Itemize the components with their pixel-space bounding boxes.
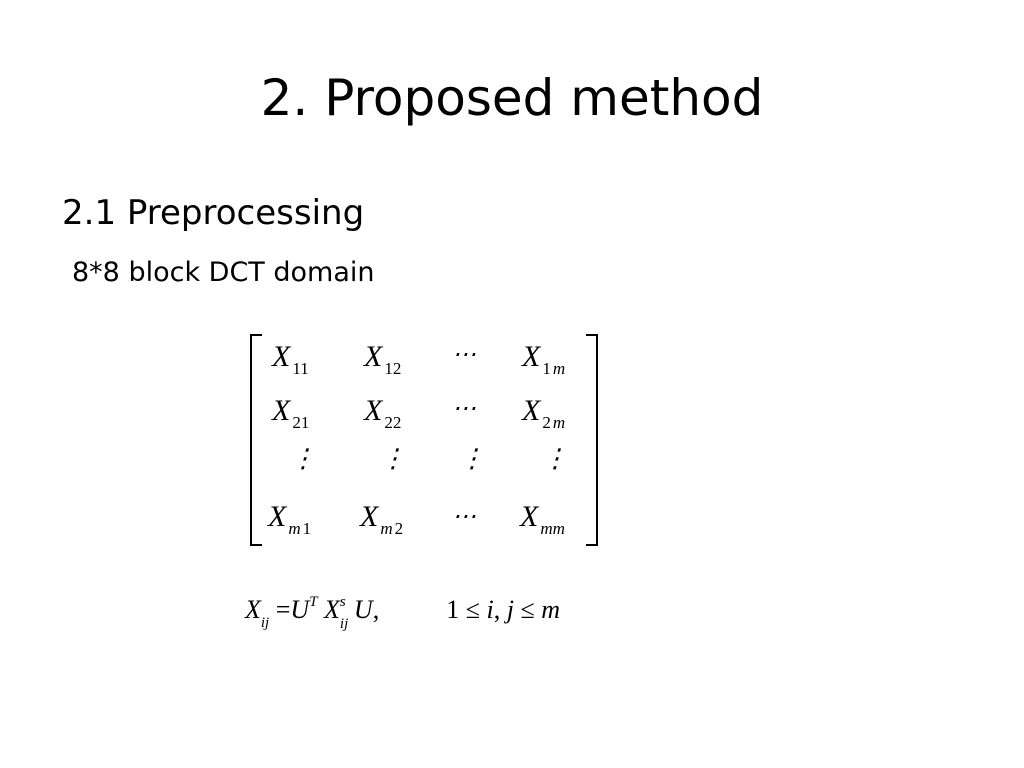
eq-m: m	[541, 595, 561, 624]
slide-title: 2. Proposed method	[260, 69, 764, 127]
eq-x-scripts: s ij	[340, 594, 354, 632]
subheading: 8*8 block DCT domain	[72, 257, 375, 288]
eq-leq2: ≤	[520, 595, 535, 624]
matrix-hdots: ⋯	[452, 502, 476, 530]
eq-u: U	[290, 595, 310, 624]
matrix-hdots: ⋯	[452, 394, 476, 422]
eq-sep: ,	[493, 595, 501, 624]
matrix-hdots: ⋯	[452, 340, 476, 368]
section-heading: 2.1 Preprocessing	[62, 193, 365, 233]
matrix-vdots: ⋮	[459, 444, 485, 474]
eq-leq: ≤	[465, 595, 480, 624]
eq-one: 1	[446, 595, 460, 624]
eq-u2: U	[353, 595, 373, 624]
matrix-vdots: ⋮	[290, 444, 316, 474]
eq-i: i	[486, 595, 494, 624]
eq-comma: ,	[372, 595, 380, 624]
eq-x-sup: s	[339, 594, 346, 610]
matrix-right-bracket	[586, 334, 598, 546]
eq-x-sub: ij	[339, 616, 349, 632]
eq-lhs-x: X	[245, 595, 261, 624]
matrix-vdots: ⋮	[380, 444, 406, 474]
eq-lhs-sub: ij	[260, 615, 270, 631]
matrix-left-bracket	[250, 334, 262, 546]
eq-equals: =	[275, 595, 291, 624]
eq-j: j	[506, 595, 514, 624]
eq-transpose: T	[309, 594, 318, 610]
matrix-vdots: ⋮	[542, 444, 568, 474]
eq-x: X	[324, 595, 340, 624]
